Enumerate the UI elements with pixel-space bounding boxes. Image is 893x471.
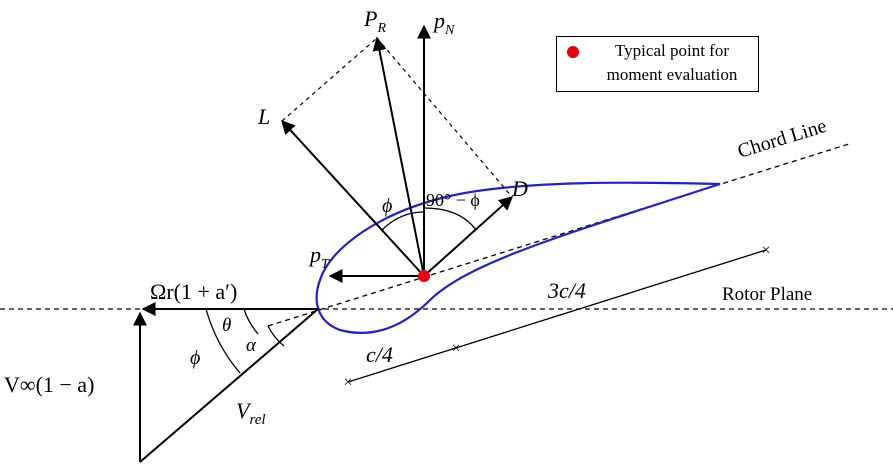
phi-lower-arc <box>205 308 241 374</box>
phi-lower-label: ϕ <box>190 347 200 369</box>
phi-upper-label: ϕ <box>382 195 392 217</box>
chord-line-label: Chord Line <box>735 115 829 163</box>
dimension-tick-start: × <box>343 374 352 391</box>
dimension-tick-end: × <box>761 242 770 259</box>
resultant-construction-line-2 <box>376 37 513 198</box>
alpha-label: α <box>246 335 257 356</box>
c-four-label: c/4 <box>366 342 393 367</box>
lift-vector <box>281 119 425 277</box>
legend-line-1: Typical point for <box>614 41 729 60</box>
dimension-tick-quarter: × <box>451 340 460 357</box>
legend-box: Typical point for moment evaluation <box>556 36 759 92</box>
legend-line-2: moment evaluation <box>606 65 738 84</box>
legend-marker <box>567 46 579 58</box>
pr-label: PR <box>363 6 386 36</box>
resultant-construction-line-1 <box>281 37 378 122</box>
phi-upper-arc <box>381 211 425 231</box>
v-inf-label: V∞(1 − a) <box>4 372 94 397</box>
drag-vector <box>423 196 514 277</box>
omega-r-label: Ωr(1 + a′) <box>150 279 237 304</box>
pn-label: pN <box>432 8 455 38</box>
alpha-arc <box>267 325 285 347</box>
airfoil-outline <box>315 181 721 334</box>
ninety-minus-phi-label: 90° − ϕ <box>426 190 480 210</box>
theta-label: θ <box>222 315 231 336</box>
drag-label: D <box>511 176 528 201</box>
pt-label: pT <box>308 242 330 272</box>
theta-arc <box>243 308 259 335</box>
three-c-four-label: 3c/4 <box>547 278 586 303</box>
moment-point <box>418 270 430 282</box>
v-rel-label: Vrel <box>236 398 266 428</box>
chord-dimension-line <box>347 249 767 383</box>
legend-text: Typical point for moment evaluation <box>587 39 757 87</box>
pr-vector <box>372 36 425 277</box>
lift-label: L <box>257 104 270 129</box>
chord-line <box>267 142 853 327</box>
v-rel-line <box>139 308 319 463</box>
rotor-plane-label: Rotor Plane <box>722 284 812 305</box>
ninety-minus-phi-arc <box>423 207 477 231</box>
